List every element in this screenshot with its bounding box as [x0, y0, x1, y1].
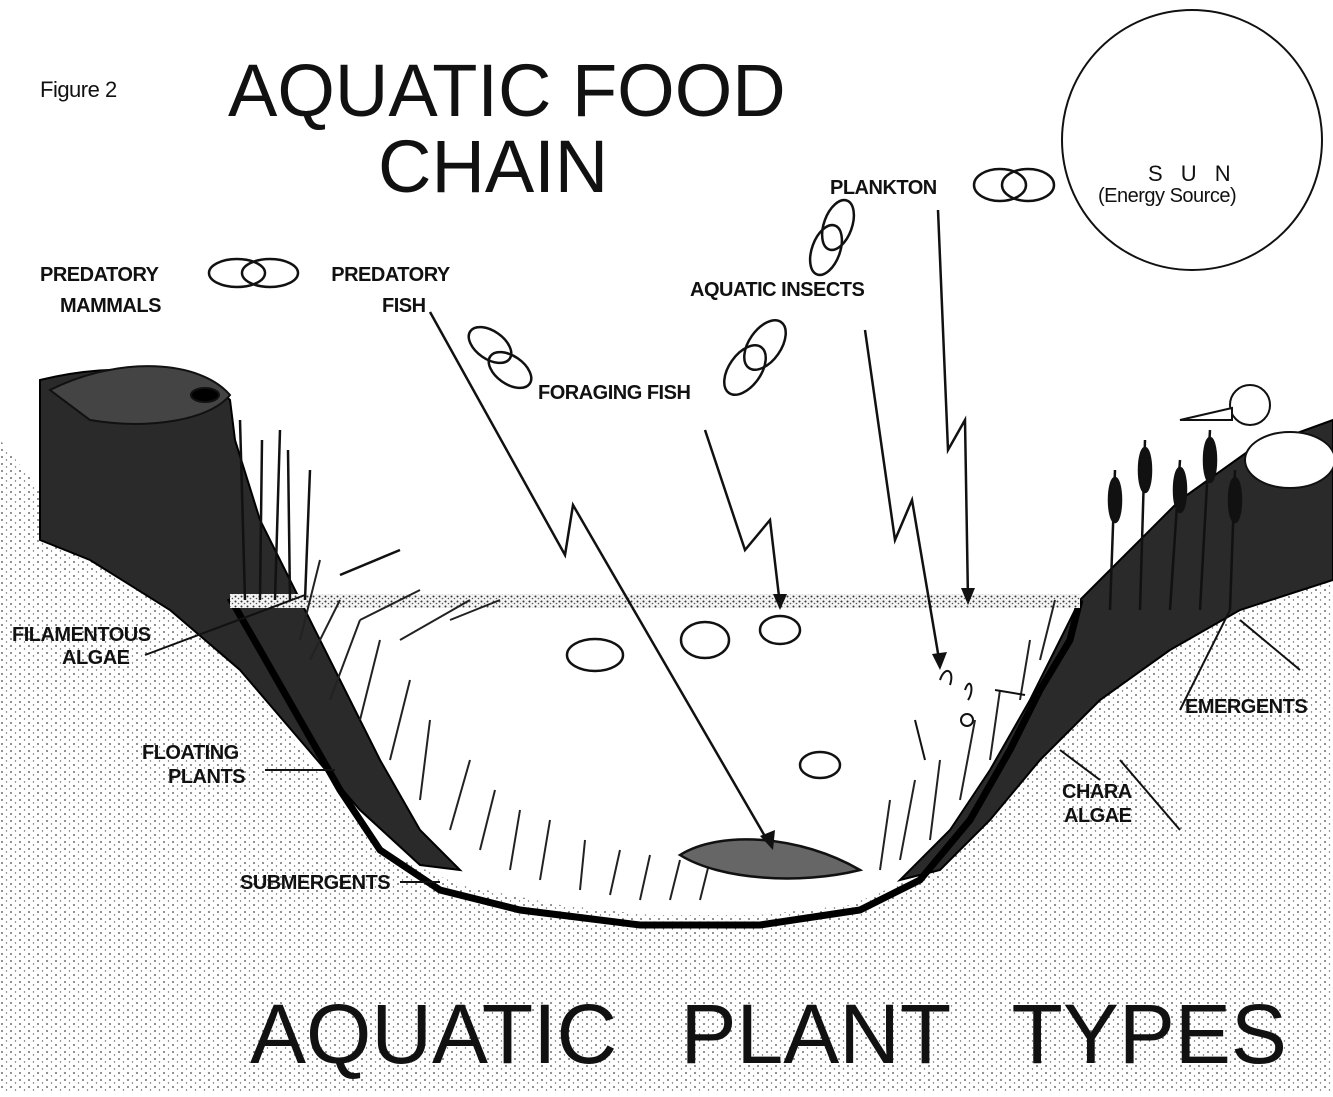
main-title: AQUATIC FOOD	[228, 52, 786, 130]
sun-sublabel: (Energy Source)	[1098, 186, 1236, 207]
label-filamentous-line1: FILAMENTOUS	[12, 625, 151, 646]
bottom-title: AQUATIC PLANT TYPES	[250, 990, 1287, 1078]
label-emergents: EMERGENTS	[1185, 697, 1307, 718]
label-plankton: PLANKTON	[830, 178, 937, 199]
label-floating-line1: FLOATING	[142, 743, 239, 764]
label-predatory-fish-line1: PREDATORY	[318, 265, 463, 286]
label-submergents: SUBMERGENTS	[240, 873, 390, 894]
label-filamentous-line2: ALGAE	[62, 648, 130, 669]
label-predatory-fish-line2: FISH	[382, 296, 426, 317]
label-chara-line2: ALGAE	[1064, 806, 1132, 827]
label-floating-line2: PLANTS	[168, 767, 245, 788]
energy-arrows	[340, 210, 968, 845]
label-chara-line1: CHARA	[1062, 782, 1132, 803]
sun-label: S U N	[1148, 162, 1237, 185]
label-foraging-fish: FORAGING FISH	[538, 383, 690, 404]
water-surface	[230, 594, 1080, 608]
label-predatory-mammals-line1: PREDATORY	[40, 265, 158, 286]
sun-circle	[1062, 10, 1322, 270]
label-predatory-mammals-line2: MAMMALS	[60, 296, 161, 317]
label-aquatic-insects: AQUATIC INSECTS	[690, 280, 864, 301]
figure-number: Figure 2	[40, 78, 117, 101]
duck	[1180, 385, 1333, 488]
main-title-line2: CHAIN	[378, 128, 608, 206]
